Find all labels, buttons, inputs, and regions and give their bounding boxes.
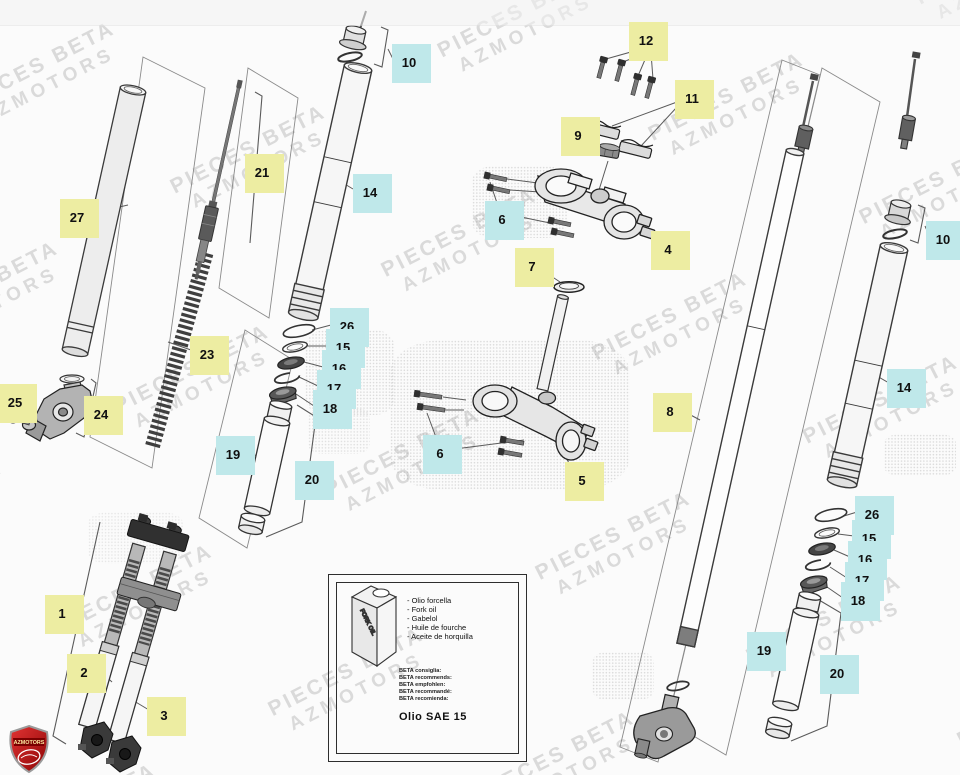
callout-25: 25	[0, 384, 37, 423]
callout-14-right: 14	[887, 369, 926, 408]
part-rod-right	[898, 51, 921, 150]
part-16-oil-seal-right	[808, 542, 836, 556]
part-16-oil-seal	[277, 356, 305, 370]
part-12-bolts	[596, 55, 657, 99]
part-6-bolts-lower	[413, 389, 525, 458]
logo-text: AZMOTORS	[14, 740, 45, 746]
recommend-en: BETA recommends:	[399, 675, 452, 681]
part-24-axle-holder	[21, 374, 94, 442]
callout-19-right: 19	[747, 632, 786, 671]
part-7-bearing-race	[553, 281, 585, 293]
callout-20-left: 20	[295, 461, 334, 500]
callout-19-left: 19	[216, 436, 255, 475]
callout-20-right: 20	[820, 655, 859, 694]
callout-10-top: 10	[392, 44, 431, 83]
part-8-damper-assembly	[633, 73, 819, 760]
callout-10-right: 10	[926, 221, 960, 260]
callout-7: 7	[515, 248, 554, 287]
part-10-top-cap-right	[882, 199, 912, 240]
part-6-bolts-upper	[483, 171, 575, 239]
azmotors-logo: AZMOTORS	[9, 724, 49, 774]
oil-name-en: - Fork oil	[407, 605, 437, 614]
callout-27: 27	[60, 199, 99, 238]
part-18-dust-seal-right	[799, 575, 828, 596]
seal-stack-right	[799, 507, 848, 596]
logo-emblem	[17, 749, 41, 765]
callout-3: 3	[147, 697, 186, 736]
part-14-fork-leg-left	[287, 61, 373, 322]
callout-11: 11	[675, 80, 714, 119]
seal-stack-left	[268, 323, 316, 407]
recommend-es: BETA recomienda:	[399, 696, 449, 702]
part-9-steering-nut	[598, 143, 621, 159]
recommend-fr: BETA recommandé:	[399, 689, 452, 695]
callout-24: 24	[84, 396, 123, 435]
part-23-spring	[144, 250, 214, 451]
callout-18-right: 18	[841, 582, 880, 621]
callout-8: 8	[653, 393, 692, 432]
recommend-de: BETA empfohlen:	[399, 682, 446, 688]
part-5-bottom-triple-clamp	[472, 294, 599, 461]
oil-name-de: - Gabelol	[407, 614, 438, 623]
logo-banner	[13, 738, 45, 746]
callout-5: 5	[565, 462, 604, 501]
oil-name-fr: - Huile de fourche	[407, 623, 467, 632]
callout-1: 1	[45, 595, 84, 634]
callout-23: 23	[190, 336, 229, 375]
part-17-snap-ring	[273, 371, 301, 385]
recommend-it: BETA consiglia:	[399, 668, 442, 674]
oil-can-illustration: FORK OIL	[350, 585, 398, 668]
part-26-ring-right	[814, 507, 848, 523]
callout-4: 4	[651, 231, 690, 270]
logo-swoosh	[20, 754, 38, 759]
part-15-washer-right	[814, 527, 840, 539]
logo-shield	[9, 724, 49, 774]
top-clamp	[126, 513, 190, 552]
part-10-top-cap-left	[337, 10, 367, 63]
part-26-ring	[282, 323, 316, 339]
part-15-washer	[282, 341, 308, 353]
oil-name-es: - Aceite de horquilla	[407, 632, 473, 641]
callout-6-lower: 6	[423, 435, 462, 474]
part-19-cartridge-right	[764, 591, 822, 740]
oil-grade: Olio SAE 15	[399, 711, 467, 723]
bottom-clamp	[116, 576, 182, 612]
oil-spec-inner-border	[336, 582, 519, 754]
callout-6-upper: 6	[485, 201, 524, 240]
callout-12: 12	[629, 22, 668, 61]
part-14-fork-leg-right	[826, 241, 909, 489]
oil-name-it: - Olio forcella	[407, 596, 452, 605]
part-19-cartridge-left	[237, 400, 293, 536]
part-21-damper-rod	[194, 79, 243, 280]
callout-9: 9	[561, 117, 600, 156]
part-4-top-triple-clamp	[534, 168, 656, 240]
callout-18-left: 18	[313, 390, 352, 429]
callout-21: 21	[245, 154, 284, 193]
oil-spec-box: - Olio forcella - Fork oil - Gabelol - H…	[328, 574, 527, 762]
part-17-snap-ring-right	[804, 558, 832, 572]
fork-feet	[78, 721, 142, 773]
callout-14-left: 14	[353, 174, 392, 213]
callout-2: 2	[67, 654, 106, 693]
